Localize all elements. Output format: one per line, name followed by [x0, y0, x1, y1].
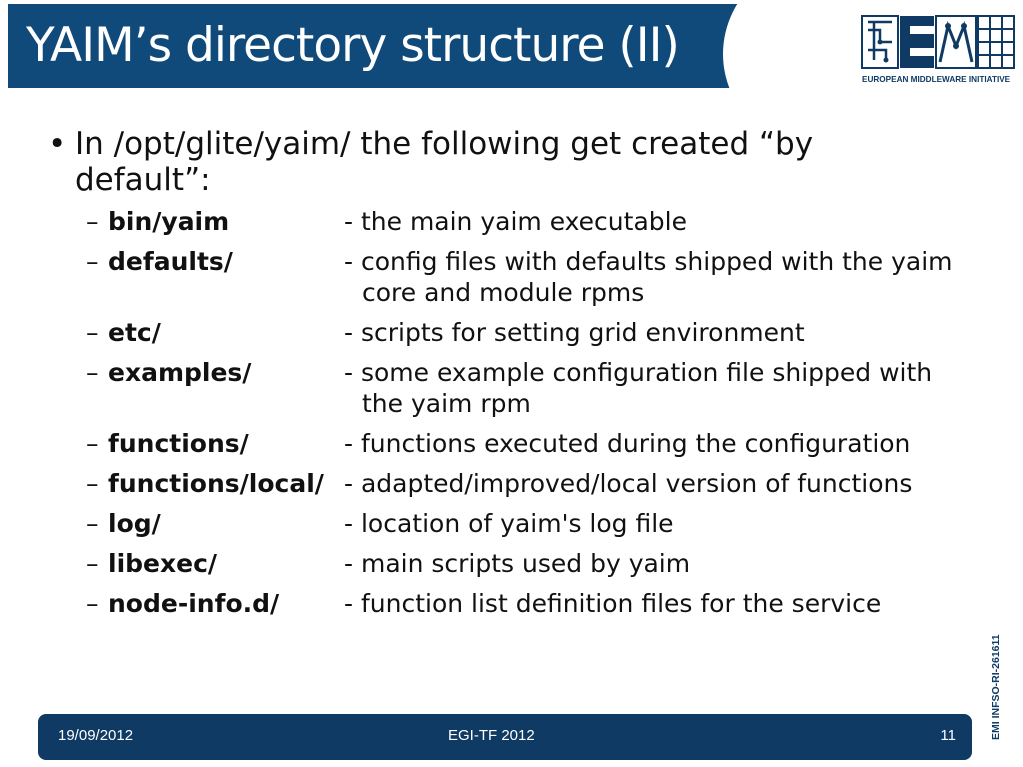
- list-item: – node-info.d/ - function list definitio…: [86, 588, 978, 619]
- side-label: EMI INFSO-RI-261611: [990, 634, 1002, 740]
- page-number: 11: [940, 727, 956, 744]
- footer-date: 19/09/2012: [58, 727, 134, 744]
- directory-name: functions/: [108, 429, 249, 458]
- slide-title: YAIM’s directory structure (II): [26, 18, 680, 73]
- directory-name: functions/local/: [108, 469, 324, 498]
- dash: –: [86, 429, 99, 458]
- directory-description: - adapted/improved/local version of func…: [344, 469, 913, 498]
- directory-name: log/: [108, 509, 161, 538]
- dash: –: [86, 589, 99, 618]
- footer-event: EGI-TF 2012: [448, 727, 535, 744]
- directory-list: – bin/yaim - the main yaim executable – …: [48, 206, 978, 619]
- footer: 19/09/2012 EGI-TF 2012 11: [38, 714, 972, 760]
- dash: –: [86, 358, 99, 387]
- directory-name: defaults/: [108, 247, 233, 276]
- directory-name: examples/: [108, 358, 252, 387]
- directory-description: - some example configuration file shippe…: [344, 358, 933, 418]
- logo-caption: EUROPEAN MIDDLEWARE INITIATIVE: [862, 75, 1011, 84]
- dash: –: [86, 318, 99, 347]
- title-bar: YAIM’s directory structure (II): [8, 4, 863, 88]
- dash: –: [86, 549, 99, 578]
- directory-description: - the main yaim executable: [344, 207, 687, 236]
- bullet-dot: •: [48, 126, 67, 162]
- slide-content: • In /opt/glite/yaim/ the following get …: [48, 126, 978, 628]
- directory-description: - main scripts used by yaim: [344, 549, 691, 578]
- main-bullet: • In /opt/glite/yaim/ the following get …: [48, 126, 895, 198]
- list-item: – defaults/ - config files with defaults…: [86, 246, 978, 308]
- directory-description: - location of yaim's log file: [344, 509, 674, 538]
- main-bullet-text: In /opt/glite/yaim/ the following get cr…: [75, 126, 814, 198]
- dash: –: [86, 469, 99, 498]
- directory-name: etc/: [108, 318, 161, 347]
- list-item: – log/ - location of yaim's log file: [86, 508, 978, 539]
- directory-name: bin/yaim: [108, 207, 230, 236]
- directory-description: - scripts for setting grid environment: [344, 318, 805, 347]
- emi-logo-icon: [861, 15, 1015, 69]
- list-item: – functions/local/ - adapted/improved/lo…: [86, 468, 978, 499]
- directory-name: node-info.d/: [108, 589, 280, 618]
- list-item: – examples/ - some example configuration…: [86, 357, 978, 419]
- dash: –: [86, 509, 99, 538]
- directory-description: - function list definition files for the…: [344, 589, 882, 618]
- dash: –: [86, 247, 99, 276]
- list-item: – libexec/ - main scripts used by yaim: [86, 548, 978, 579]
- directory-name: libexec/: [108, 549, 218, 578]
- list-item: – functions/ - functions executed during…: [86, 428, 978, 459]
- list-item: – bin/yaim - the main yaim executable: [86, 206, 978, 237]
- list-item: – etc/ - scripts for setting grid enviro…: [86, 317, 978, 348]
- directory-description: - config files with defaults shipped wit…: [344, 247, 953, 307]
- dash: –: [86, 207, 99, 236]
- directory-description: - functions executed during the configur…: [344, 429, 911, 458]
